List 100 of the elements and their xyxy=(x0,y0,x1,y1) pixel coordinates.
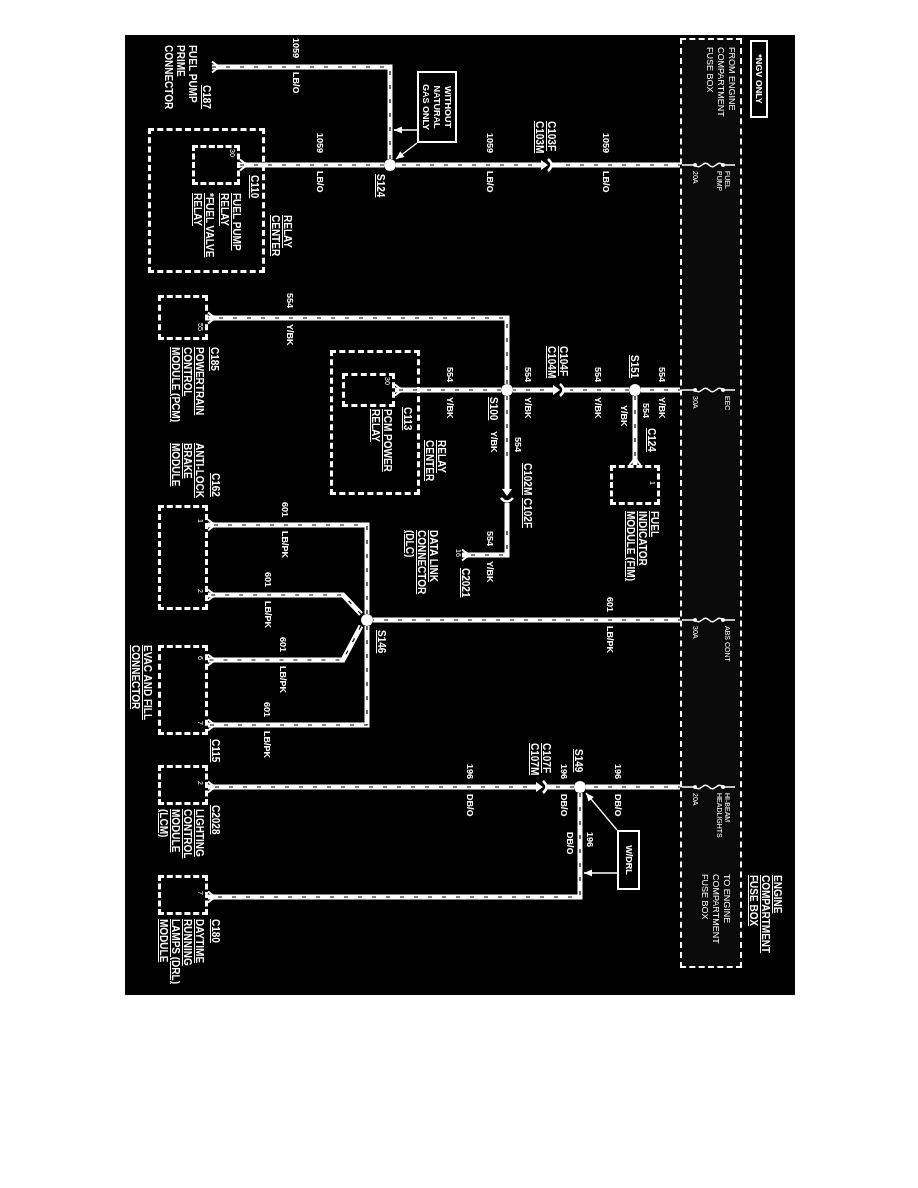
wire-label: 601 xyxy=(604,597,615,613)
module-box xyxy=(158,765,208,805)
connector-id: C103F xyxy=(545,121,557,151)
wire xyxy=(569,387,630,393)
wire-label: Y/BK xyxy=(488,431,499,453)
component-label: FUEL PUMP RELAY xyxy=(218,193,242,253)
wire-label: 1059 xyxy=(600,133,611,154)
wire xyxy=(504,395,510,464)
wire-label: 554 xyxy=(444,367,455,383)
wire-label: LB/O xyxy=(290,72,301,94)
wire-label: LB/PK xyxy=(277,666,288,693)
relay-center-box xyxy=(148,128,265,273)
wire-label: 196 xyxy=(464,764,475,780)
module-box xyxy=(158,875,208,915)
wire xyxy=(395,162,533,168)
connector-id: C102M xyxy=(521,463,533,496)
module-box xyxy=(158,645,208,735)
note-box xyxy=(417,71,457,143)
wire xyxy=(207,780,528,794)
wire-label: 1059 xyxy=(290,38,301,59)
wire-label: 1059 xyxy=(484,133,495,154)
module-box xyxy=(158,505,208,610)
relay-box xyxy=(192,145,240,185)
connector-id: C104M xyxy=(545,346,557,379)
relay-center-box xyxy=(330,350,420,495)
wire-label: LB/PK xyxy=(261,731,272,758)
wire-label: 601 xyxy=(262,572,273,588)
wire xyxy=(207,792,583,904)
wire xyxy=(512,387,545,393)
component-label: LIGHTING CONTROL MODULE (LCM) xyxy=(157,809,205,861)
component-label: C180 xyxy=(209,919,221,943)
module-box xyxy=(158,295,208,340)
connector-id: C103M xyxy=(533,121,545,154)
component-label: POWERTRAIN CONTROL MODULE (PCM) xyxy=(169,347,205,424)
splice-label: S149 xyxy=(572,749,584,773)
note-box xyxy=(617,830,640,890)
wire-label: 601 xyxy=(279,502,290,518)
component-label: C115 xyxy=(209,739,221,763)
component-label: C110 xyxy=(248,175,260,199)
component-label: ANTI-LOCK BRAKE MODULE xyxy=(169,443,205,500)
wire-label: LB/PK xyxy=(262,601,273,628)
wire-label: DB/O xyxy=(612,794,623,817)
wire-label: DB/O xyxy=(464,794,475,817)
connector-label: C187 xyxy=(200,85,212,109)
wire-label: DB/O xyxy=(564,832,575,855)
wire-label: 554 xyxy=(284,293,295,309)
component-label: C2021 xyxy=(459,568,471,598)
splice-label: S100 xyxy=(487,397,499,421)
splice-label: S151 xyxy=(628,355,640,379)
callout-arrow xyxy=(585,792,618,831)
wire xyxy=(461,530,510,562)
wire-label: 554 xyxy=(522,367,533,383)
wire-label: Y/BK xyxy=(618,405,629,427)
callout-arrow xyxy=(393,126,418,134)
component-label: C124 xyxy=(645,428,657,452)
relay-box xyxy=(342,373,395,407)
connector-label: FUEL PUMP PRIME CONNECTOR xyxy=(162,45,198,112)
component-label: FUEL INDICATOR MODULE (FIM) xyxy=(624,511,660,583)
component-label: RELAY CENTER xyxy=(423,440,447,484)
wire xyxy=(207,588,363,616)
wire xyxy=(207,624,364,667)
wire-label: 601 xyxy=(261,702,272,718)
connector-id: C104F xyxy=(557,346,569,376)
component-label: C2028 xyxy=(209,805,221,835)
wire-label: LB/PK xyxy=(279,531,290,558)
wire xyxy=(207,625,370,732)
component-label: *FUEL VALVE RELAY xyxy=(191,193,215,260)
fuse-box-label: TO ENGINE COMPARTMENT FUSE BOX xyxy=(699,874,732,946)
wire xyxy=(628,395,642,466)
wire-label: 601 xyxy=(277,637,288,653)
wire xyxy=(552,784,575,790)
wire-label: Y/BK xyxy=(444,397,455,419)
wire-label: DB/O xyxy=(558,794,569,817)
fuse-box xyxy=(680,38,742,968)
wire-label: 554 xyxy=(512,437,523,453)
component-label: C113 xyxy=(401,407,413,431)
wire-label: Y/BK xyxy=(284,324,295,346)
note-text: WITHOUT NATURAL GAS ONLY xyxy=(420,82,454,133)
note-text: *NGV ONLY xyxy=(753,53,765,106)
wire-label: 554 xyxy=(656,367,667,383)
component-label: EVAC AND FILL CONNECTOR xyxy=(129,645,153,722)
wire-label: LB/O xyxy=(484,171,495,193)
module-box xyxy=(610,465,660,505)
wire-label: LB/PK xyxy=(604,626,615,653)
wire-label: LB/O xyxy=(600,171,611,193)
note-box xyxy=(750,40,768,118)
fuse-box-label: FROM ENGINE COMPARTMENT FUSE BOX xyxy=(704,47,737,119)
wire-label: 554 xyxy=(592,367,603,383)
wire-label: 1059 xyxy=(314,133,325,154)
wire-label: Y/BK xyxy=(592,397,603,419)
note-text: W/DRL xyxy=(623,844,634,877)
wire-label: 554 xyxy=(484,531,495,547)
component-label: ENGINE COMPARTMENT FUSE BOX xyxy=(747,875,783,956)
component-label: PCM POWER RELAY xyxy=(369,409,393,474)
component-label: DAYTIME RUNNING LAMPS (DRL) MODULE xyxy=(157,919,205,986)
callout-arrow xyxy=(583,869,618,877)
connector-id: C102F xyxy=(521,498,533,528)
splice-label: S146 xyxy=(375,630,387,654)
component-label: RELAY CENTER xyxy=(269,215,293,259)
wire-label: Y/BK xyxy=(522,397,533,419)
